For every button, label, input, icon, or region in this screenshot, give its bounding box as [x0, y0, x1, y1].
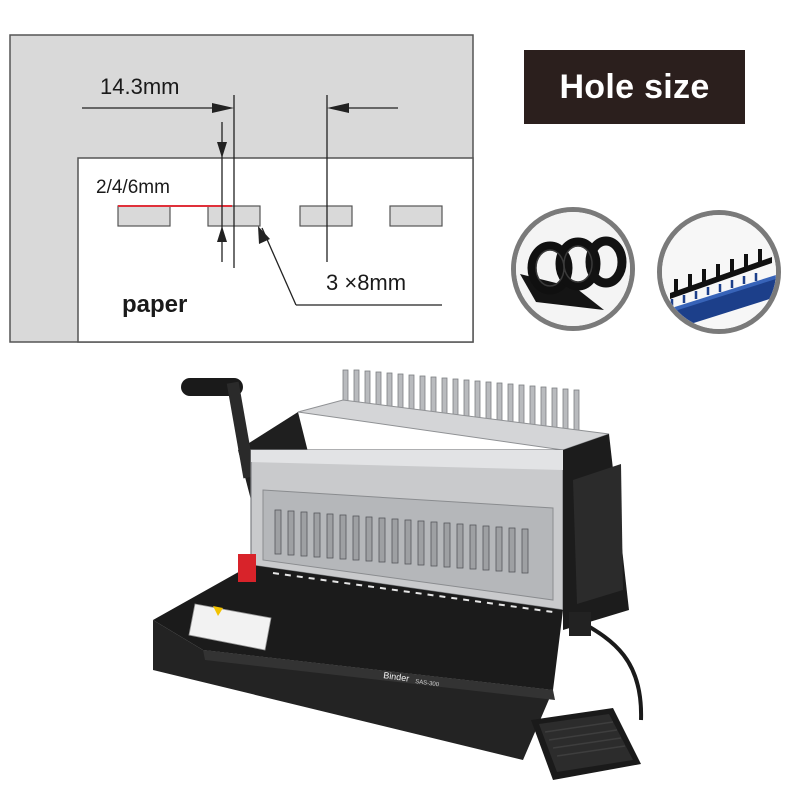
- margin-label: 2/4/6mm: [96, 177, 170, 198]
- arrow-up-icon: [217, 226, 227, 242]
- margin-adjuster: [238, 554, 256, 582]
- comb-strip-thumbnail: [657, 210, 781, 334]
- paper-sheet: [77, 157, 474, 343]
- crank-knob: [181, 378, 243, 396]
- paper-label: paper: [122, 291, 187, 318]
- arrow-down-icon: [217, 142, 227, 158]
- punch-hole: [389, 205, 443, 227]
- hole-size-label: 3 ×8mm: [326, 270, 406, 295]
- hole-size-diagram: 14.3mm 2/4/6mm 3 ×8mm paper: [9, 34, 474, 343]
- punch-hole: [117, 205, 171, 227]
- crank-arm: [226, 381, 256, 479]
- pedal-cable: [580, 620, 644, 721]
- plastic-comb-ring-icon: [516, 212, 630, 326]
- punch-teeth: [274, 509, 529, 574]
- hole-size-badge: Hole size: [524, 50, 745, 124]
- model-label: SAS-300: [415, 679, 440, 688]
- plastic-comb-strip-icon: [662, 215, 776, 329]
- arrow-left-icon: [327, 103, 349, 113]
- comb-ring-thumbnail: [511, 207, 635, 331]
- leader-line: [261, 227, 297, 306]
- punch-hole: [299, 205, 353, 227]
- pitch-label: 14.3mm: [100, 74, 179, 99]
- warning-label: [188, 603, 272, 651]
- arrow-right-icon: [212, 103, 234, 113]
- binding-machine-photo: Binder SAS-300: [143, 360, 659, 805]
- base-tray: [153, 565, 563, 690]
- arrow-up-left-icon: [258, 226, 270, 244]
- brand-label: Binder: [383, 670, 410, 684]
- binding-machine-illustration: Binder SAS-300: [143, 360, 659, 805]
